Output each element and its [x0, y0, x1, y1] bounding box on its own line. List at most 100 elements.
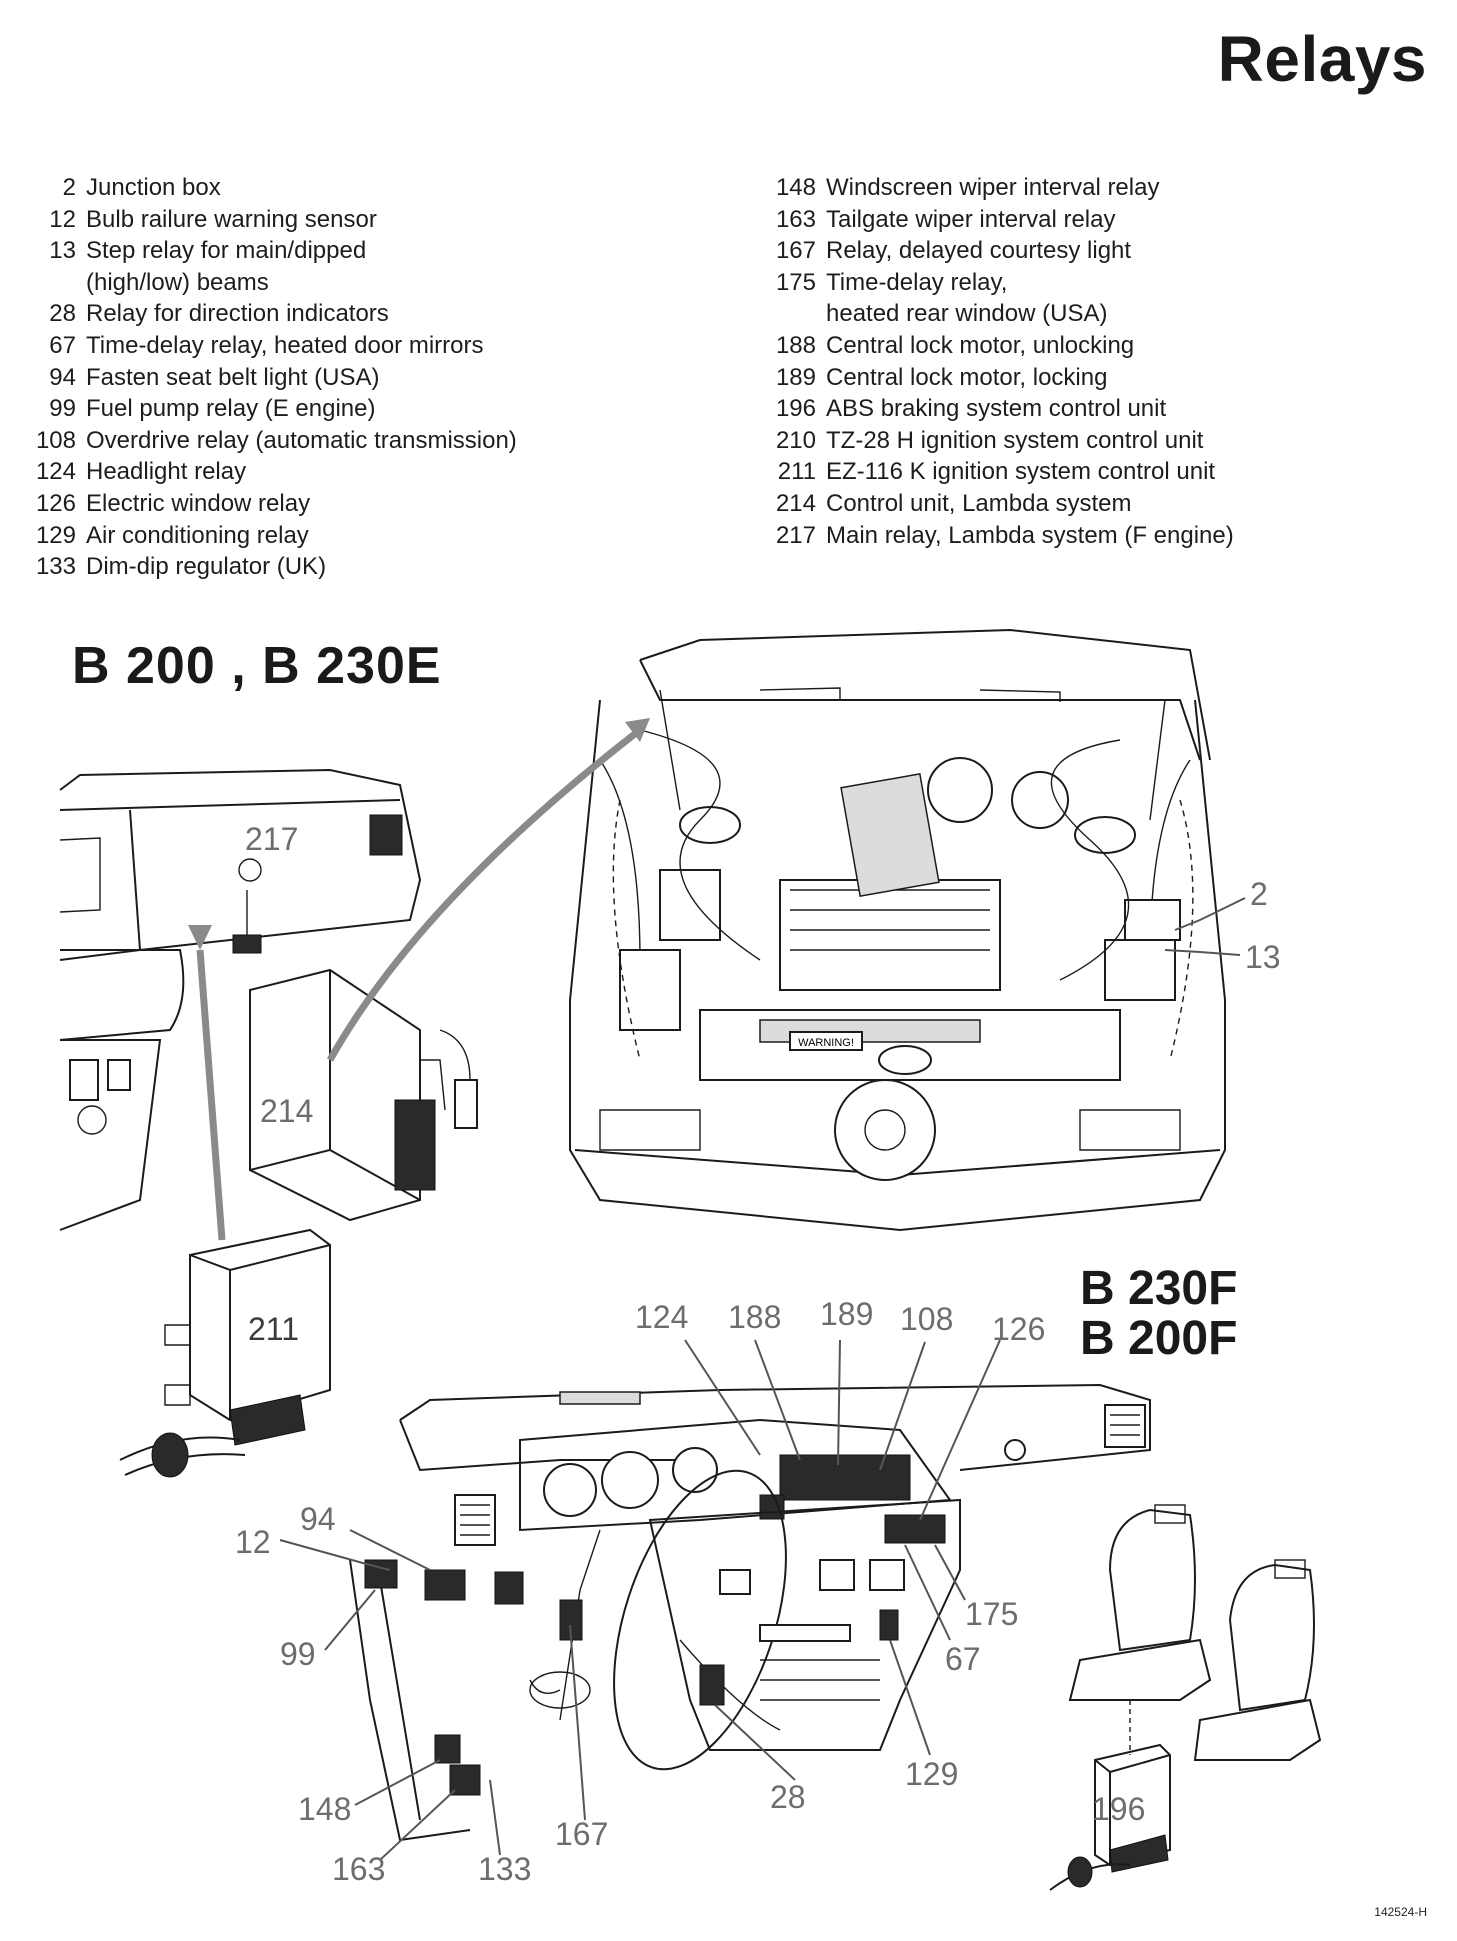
- legend-item-description: Step relay for main/dipped: [86, 237, 367, 265]
- legend-item-number: 196: [775, 395, 816, 423]
- page-title: Relays: [1217, 23, 1427, 95]
- relay-217-shape: [232, 934, 262, 954]
- legend-item-number: 2: [62, 174, 76, 201]
- engine-variant-a-label: B 200 , B 230E: [72, 637, 442, 695]
- legend-item: heated rear window (USA): [760, 298, 1234, 330]
- legend-item: 189 Central lock motor, locking: [760, 362, 1234, 394]
- engine-variant-b-label-line1: B 230F: [1080, 1262, 1238, 1315]
- legend-item-number: 188: [775, 331, 816, 359]
- legend-item-number: 94: [49, 363, 76, 391]
- lower-dashboard-illustration: [349, 1383, 1151, 1842]
- legend-item-description: Main relay, Lambda system (F engine): [826, 521, 1234, 549]
- legend-item-description: Headlight relay: [86, 458, 247, 486]
- engine-bay-illustration: WARNING!: [569, 628, 1226, 1232]
- legend-item-number: 148: [775, 174, 816, 201]
- legend-item-number: 189: [775, 363, 816, 391]
- legend-item-description: Dim-dip regulator (UK): [86, 553, 327, 581]
- callout-189: 189: [820, 1296, 873, 1332]
- control-unit-211-illustration: [119, 1228, 331, 1478]
- callout-188: 188: [728, 1299, 781, 1335]
- legend-item-number: 175: [775, 268, 816, 296]
- legend-item: 188 Central lock motor, unlocking: [760, 330, 1234, 362]
- callout-67: 67: [945, 1641, 981, 1677]
- legend-item-number: 99: [49, 395, 76, 423]
- legend-item-number: 211: [777, 458, 816, 486]
- legend-item: 2 Junction box: [20, 172, 517, 204]
- legend-item-description: TZ-28 H ignition system control unit: [826, 426, 1204, 454]
- legend-item-number: 108: [35, 426, 76, 454]
- engine-warning-plate: [789, 1031, 863, 1051]
- legend-item-description: Fasten seat belt light (USA): [86, 363, 380, 391]
- legend-item: 67 Time-delay relay, heated door mirrors: [20, 330, 517, 362]
- legend-item-number: 217: [775, 521, 816, 549]
- callout-labels: 2 13 217 214 211 124 188 189 108 126 12 …: [235, 821, 1281, 1887]
- figure-reference: 142524-H: [1374, 1905, 1427, 1919]
- legend-item-description: Electric window relay: [86, 489, 311, 517]
- callout-211: 211: [248, 1311, 299, 1347]
- callout-148: 148: [298, 1791, 351, 1827]
- legend-item-number: 129: [35, 521, 76, 549]
- legend-item: 129 Air conditioning relay: [20, 520, 517, 552]
- legend-item: 175 Time-delay relay,: [760, 267, 1234, 299]
- legend-item-description: Relay, delayed courtesy light: [826, 237, 1132, 265]
- legend-item-description: Central lock motor, locking: [826, 363, 1108, 391]
- pointer-arrow-211: [196, 949, 226, 1241]
- legend-item-description: Time-delay relay,: [826, 268, 1008, 296]
- legend-item-description: Central lock motor, unlocking: [826, 331, 1135, 359]
- legend-item-description: heated rear window (USA): [826, 300, 1108, 328]
- legend-item: 217 Main relay, Lambda system (F engine): [760, 520, 1234, 552]
- callout-133: 133: [478, 1851, 531, 1887]
- legend-item: 210 TZ-28 H ignition system control unit: [760, 425, 1234, 457]
- pointer-arrow-engine-bay: [326, 727, 643, 1062]
- callout-108: 108: [900, 1301, 953, 1337]
- legend-item: 13 Step relay for main/dipped: [20, 235, 517, 267]
- legend-item: 108 Overdrive relay (automatic transmissi…: [20, 425, 517, 457]
- legend-item-number: 13: [49, 237, 76, 265]
- callout-217: 217: [245, 821, 298, 857]
- legend-item-number: 214: [775, 489, 816, 517]
- callout-2: 2: [1250, 876, 1268, 912]
- legend-item-number: 28: [49, 300, 76, 328]
- legend-item-description: ABS braking system control unit: [826, 395, 1167, 423]
- legend-item-description: Air conditioning relay: [86, 521, 309, 549]
- legend-left: 2 Junction box 12 Bulb railure warning sens…: [20, 172, 517, 583]
- legend-item: 196 ABS braking system control unit: [760, 393, 1234, 425]
- engine-variant-b-label-line2: B 200F: [1080, 1312, 1238, 1365]
- left-dashboard-illustration: [59, 768, 422, 1231]
- legend-item-number: 163: [775, 205, 816, 233]
- control-unit-214-illustration: [249, 968, 478, 1222]
- legend-item-description: Overdrive relay (automatic transmission): [86, 426, 517, 454]
- legend-item: 167 Relay, delayed courtesy light: [760, 235, 1234, 267]
- callout-163: 163: [332, 1851, 385, 1887]
- legend-item-description: Junction box: [86, 174, 221, 201]
- callout-167: 167: [555, 1816, 608, 1852]
- callout-175: 175: [965, 1596, 1018, 1632]
- legend-item-description: Bulb railure warning sensor: [86, 205, 377, 233]
- legend-item-description: Windscreen wiper interval relay: [826, 174, 1160, 201]
- callout-196: 196: [1092, 1791, 1145, 1827]
- legend-item-description: Fuel pump relay (E engine): [86, 395, 376, 423]
- legend-item-number: 126: [35, 489, 76, 517]
- legend-item: 12 Bulb railure warning sensor: [20, 204, 517, 236]
- legend-item-number: 210: [775, 426, 816, 454]
- legend-item: 94 Fasten seat belt light (USA): [20, 362, 517, 394]
- legend-item: 124 Headlight relay: [20, 456, 517, 488]
- legend-item-description: (high/low) beams: [86, 268, 269, 296]
- callout-13: 13: [1245, 939, 1281, 975]
- legend-item: 214 Control unit, Lambda system: [760, 488, 1234, 520]
- legend-item-number: 133: [35, 553, 76, 581]
- abs-unit-196-illustration: [1049, 1700, 1171, 1891]
- legend-item-description: Time-delay relay, heated door mirrors: [86, 331, 484, 359]
- callout-214: 214: [260, 1093, 313, 1129]
- legend-item: 126 Electric window relay: [20, 488, 517, 520]
- callout-126: 126: [992, 1311, 1045, 1347]
- legend-item-number: 67: [49, 331, 76, 359]
- legend-item-number: 12: [49, 205, 76, 233]
- legend-item-description: Control unit, Lambda system: [826, 489, 1132, 517]
- legend-item: (high/low) beams: [20, 267, 517, 299]
- legend-item-number: 124: [35, 458, 76, 486]
- legend-item-number: 167: [775, 237, 816, 265]
